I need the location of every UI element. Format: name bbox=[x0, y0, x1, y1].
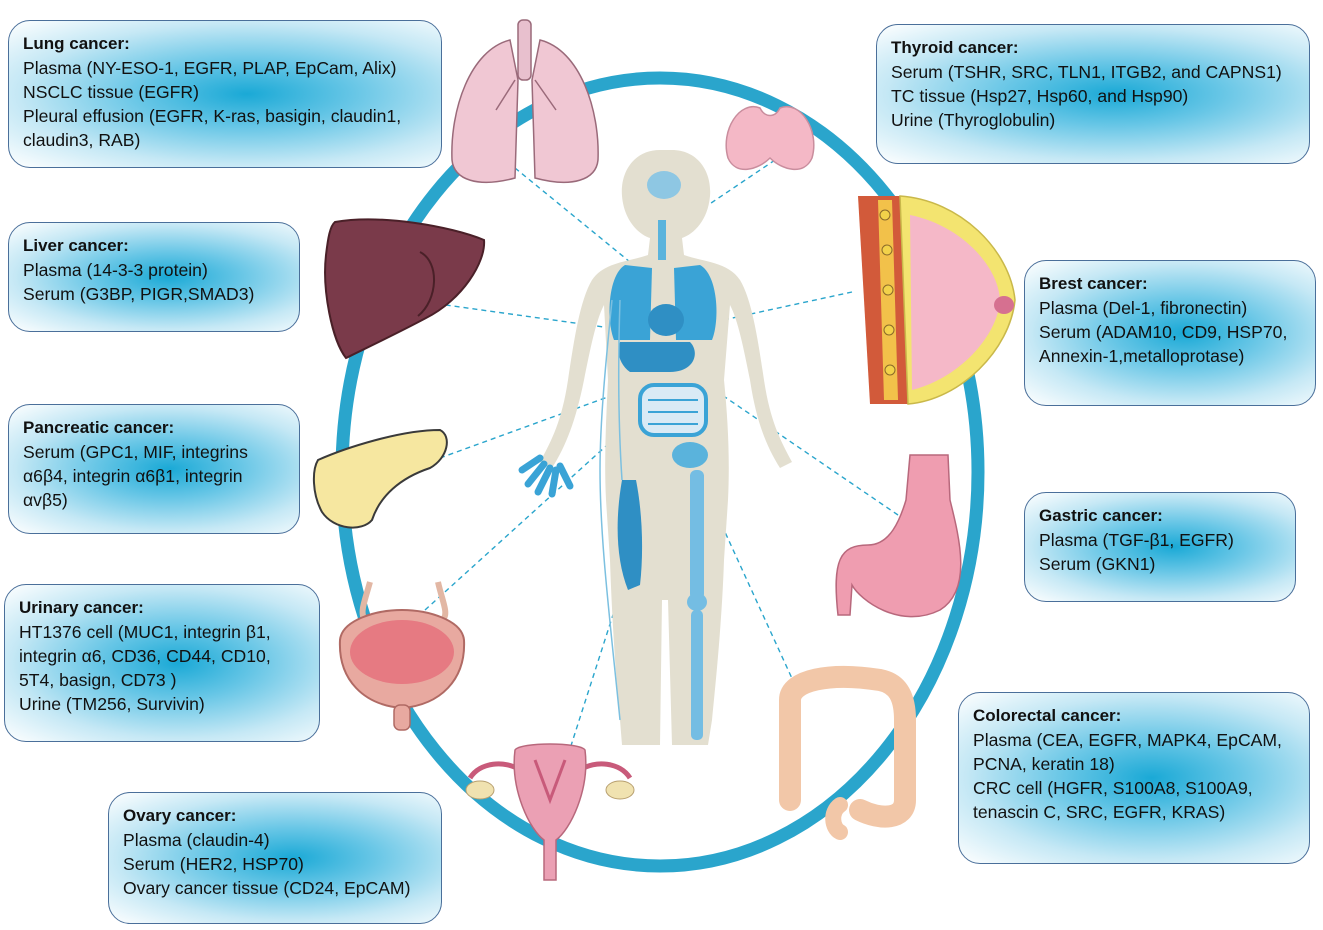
box-line: Annexin-1,metalloprotase) bbox=[1039, 346, 1245, 366]
box-line: Pleural effusion (EGFR, K-ras, basigin, … bbox=[23, 106, 402, 126]
pancreas-illustration bbox=[312, 428, 448, 529]
lungs-illustration bbox=[451, 19, 599, 184]
box-line: Plasma (NY-ESO-1, EGFR, PLAP, EpCam, Ali… bbox=[23, 58, 397, 78]
stomach-illustration bbox=[835, 454, 962, 618]
box-ovary-cancer: Ovary cancer: Plasma (claudin-4) Serum (… bbox=[108, 792, 442, 924]
box-line: αvβ5) bbox=[23, 490, 68, 510]
box-line: claudin3, RAB) bbox=[23, 130, 141, 150]
box-line: TC tissue (Hsp27, Hsp60, and Hsp90) bbox=[891, 86, 1189, 106]
box-line: 5T4, basign, CD73 ) bbox=[19, 670, 177, 690]
box-line: Plasma (claudin-4) bbox=[123, 830, 270, 850]
connector-pancreas bbox=[439, 377, 661, 459]
liver-illustration bbox=[324, 218, 486, 360]
box-title: Colorectal cancer: bbox=[973, 706, 1122, 725]
box-line: HT1376 cell (MUC1, integrin β1, bbox=[19, 622, 271, 642]
brain-icon bbox=[647, 171, 681, 199]
box-line: Plasma (14-3-3 protein) bbox=[23, 260, 208, 280]
box-colorectal-cancer: Colorectal cancer: Plasma (CEA, EGFR, MA… bbox=[958, 692, 1310, 864]
box-title: Ovary cancer: bbox=[123, 806, 237, 825]
box-line: α6β4, integrin α6β1, integrin bbox=[23, 466, 243, 486]
box-line: PCNA, keratin 18) bbox=[973, 754, 1115, 774]
box-title: Lung cancer: bbox=[23, 34, 130, 53]
box-title: Urinary cancer: bbox=[19, 598, 144, 617]
box-line: tenascin C, SRC, EGFR, KRAS) bbox=[973, 802, 1226, 822]
box-line: Serum (ADAM10, CD9, HSP70, bbox=[1039, 322, 1288, 342]
colon-illustration bbox=[779, 665, 916, 840]
box-liver-cancer: Liver cancer: Plasma (14-3-3 protein) Se… bbox=[8, 222, 300, 332]
box-urinary-cancer: Urinary cancer: HT1376 cell (MUC1, integ… bbox=[4, 584, 320, 742]
thyroid-illustration bbox=[725, 105, 815, 170]
connector-lung bbox=[514, 167, 631, 263]
box-line: Urine (TM256, Survivin) bbox=[19, 694, 205, 714]
uterus-illustration bbox=[465, 743, 635, 881]
human-body-illustration bbox=[518, 150, 792, 745]
box-line: NSCLC tissue (EGFR) bbox=[23, 82, 199, 102]
box-title: Pancreatic cancer: bbox=[23, 418, 175, 437]
box-breast-cancer: Brest cancer: Plasma (Del-1, fibronectin… bbox=[1024, 260, 1316, 406]
box-thyroid-cancer: Thyroid cancer: Serum (TSHR, SRC, TLN1, … bbox=[876, 24, 1310, 164]
box-line: Plasma (Del-1, fibronectin) bbox=[1039, 298, 1248, 318]
box-line: Serum (GPC1, MIF, integrins bbox=[23, 442, 248, 462]
box-line: Ovary cancer tissue (CD24, EpCAM) bbox=[123, 878, 411, 898]
breast-illustration bbox=[858, 195, 1016, 405]
box-title: Thyroid cancer: bbox=[891, 38, 1019, 57]
box-line: Plasma (TGF-β1, EGFR) bbox=[1039, 530, 1234, 550]
box-line: Urine (Thyroglobulin) bbox=[891, 110, 1056, 130]
box-line: Serum (HER2, HSP70) bbox=[123, 854, 304, 874]
box-line: Serum (GKN1) bbox=[1039, 554, 1156, 574]
connector-thyroid bbox=[667, 159, 776, 233]
box-line: Serum (G3BP, PIGR,SMAD3) bbox=[23, 284, 255, 304]
box-title: Liver cancer: bbox=[23, 236, 129, 255]
box-lung-cancer: Lung cancer: Plasma (NY-ESO-1, EGFR, PLA… bbox=[8, 20, 442, 168]
box-gastric-cancer: Gastric cancer: Plasma (TGF-β1, EGFR) Se… bbox=[1024, 492, 1296, 602]
box-line: Serum (TSHR, SRC, TLN1, ITGB2, and CAPNS… bbox=[891, 62, 1282, 82]
box-title: Gastric cancer: bbox=[1039, 506, 1163, 525]
box-line: integrin α6, CD36, CD44, CD10, bbox=[19, 646, 271, 666]
box-title: Brest cancer: bbox=[1039, 274, 1148, 293]
box-pancreatic-cancer: Pancreatic cancer: Serum (GPC1, MIF, int… bbox=[8, 404, 300, 534]
connector-stomach bbox=[699, 379, 899, 516]
box-line: Plasma (CEA, EGFR, MAPK4, EpCAM, bbox=[973, 730, 1282, 750]
bladder-illustration bbox=[338, 581, 466, 731]
box-line: CRC cell (HGFR, S100A8, S100A9, bbox=[973, 778, 1253, 798]
